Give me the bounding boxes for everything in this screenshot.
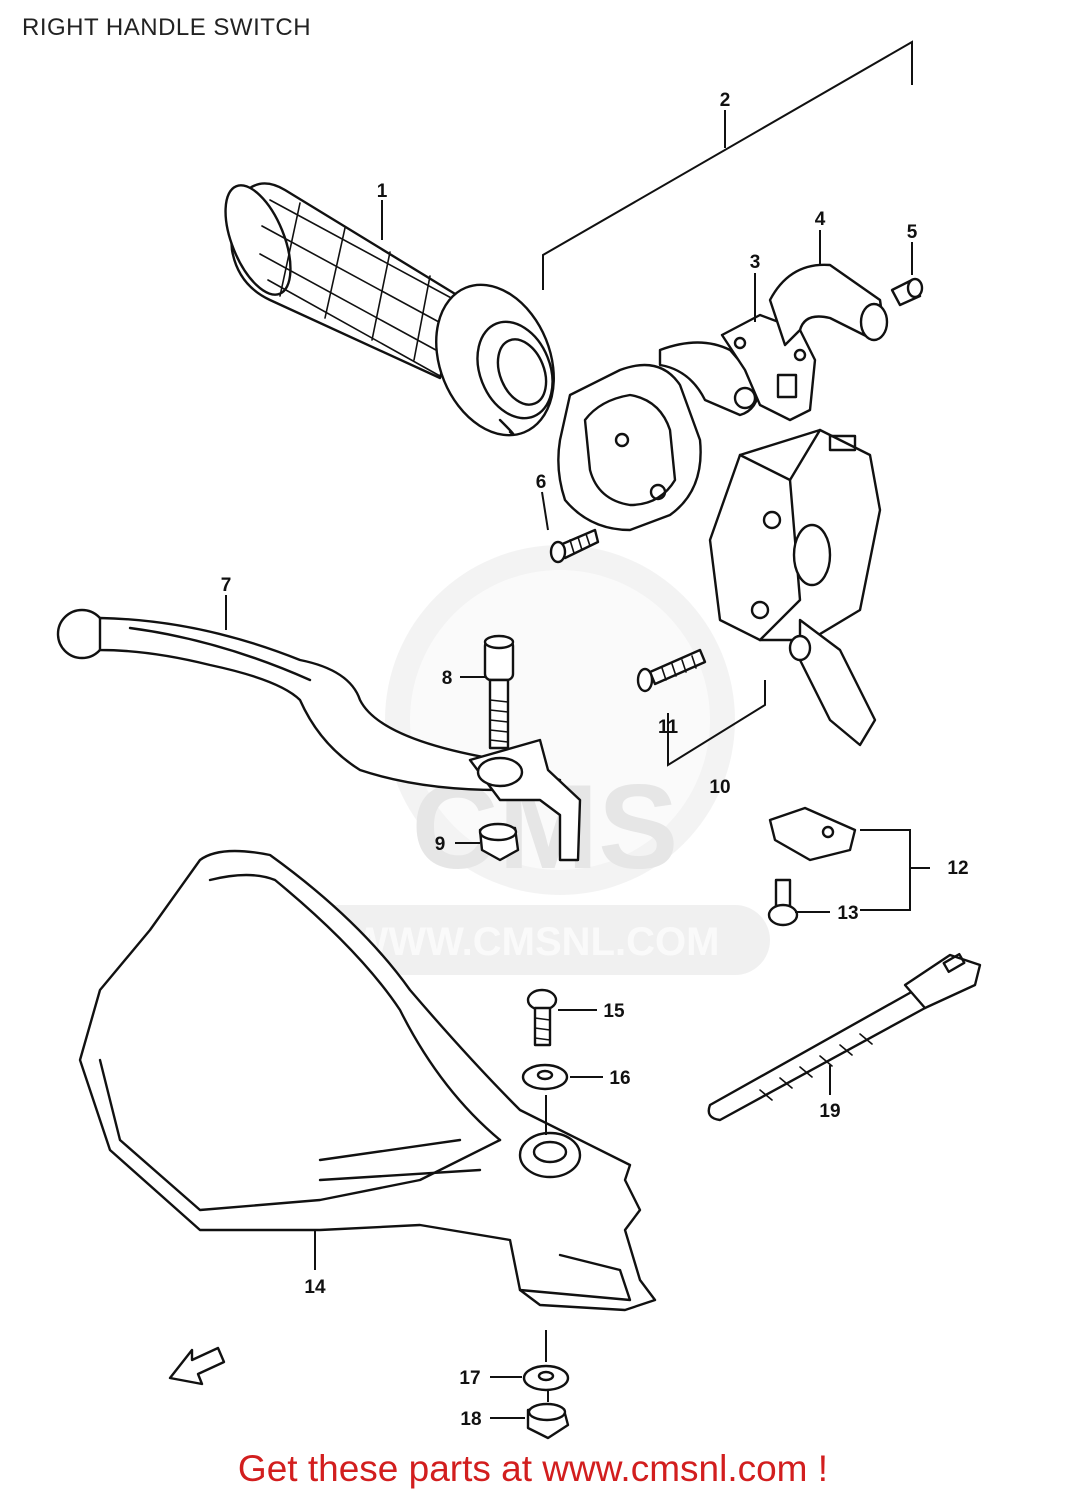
part-8-pivot-bolt: [483, 634, 515, 750]
part-label-14: 14: [304, 1277, 326, 1298]
part-label-19: 19: [819, 1101, 840, 1122]
part-label-17: 17: [459, 1368, 480, 1389]
part-label-11: 11: [658, 717, 679, 738]
part-label-5: 5: [907, 222, 918, 243]
part-label-8: 8: [442, 668, 453, 689]
part-label-10: 10: [709, 777, 730, 798]
part-12-brake-light-switch: [768, 806, 857, 862]
leader-lines: [225, 110, 913, 1419]
part-1-throttle-grip: [224, 182, 555, 437]
part-15-bolt: [526, 988, 558, 1047]
part-label-16: 16: [609, 1068, 630, 1089]
throttle-housing-lower: [557, 341, 762, 532]
part-label-13: 13: [837, 903, 858, 924]
part-12-13-bracket: [860, 829, 930, 911]
diagram-title: RIGHT HANDLE SWITCH: [22, 14, 312, 41]
part-10-switch-housing: [708, 428, 882, 747]
part-17-washer: [522, 1364, 570, 1392]
part-4-cable-guide: [768, 263, 889, 347]
part-3-housing-plate: [720, 313, 817, 422]
part-label-4: 4: [815, 209, 826, 230]
part-11-screw: [636, 648, 707, 693]
part-label-2: 2: [720, 90, 731, 111]
watermark-url-text: WWW.CMSNL.COM: [351, 920, 720, 964]
part-19-cable-tie: [707, 952, 982, 1122]
part-18-nut: [526, 1402, 570, 1440]
part-label-1: 1: [377, 181, 388, 202]
part-14-hand-guard: [78, 849, 657, 1312]
part-10-bracket: [667, 680, 766, 767]
part-label-15: 15: [603, 1001, 625, 1022]
part-5-screw: [890, 277, 924, 307]
footer-shop-link[interactable]: Get these parts at www.cmsnl.com !: [237, 1448, 829, 1489]
part-2-bracket: [542, 40, 913, 290]
part-7-brake-lever: [56, 608, 582, 862]
part-label-6: 6: [536, 472, 547, 493]
part-6-screw: [549, 528, 600, 564]
part-label-9: 9: [435, 834, 446, 855]
axis-lines: [545, 1095, 549, 1402]
part-label-7: 7: [221, 575, 232, 596]
part-label-18: 18: [460, 1409, 481, 1430]
part-13-screw: [767, 878, 799, 927]
part-label-3: 3: [750, 252, 761, 273]
front-arrow-icon: [168, 1346, 226, 1386]
part-9-nut: [478, 822, 520, 862]
part-labels: 1 2 3 4 5 6 7 8 9 10 11 12 13 14 15 16 1…: [221, 90, 969, 1430]
part-label-12: 12: [947, 858, 968, 879]
part-16-washer: [521, 1063, 569, 1091]
